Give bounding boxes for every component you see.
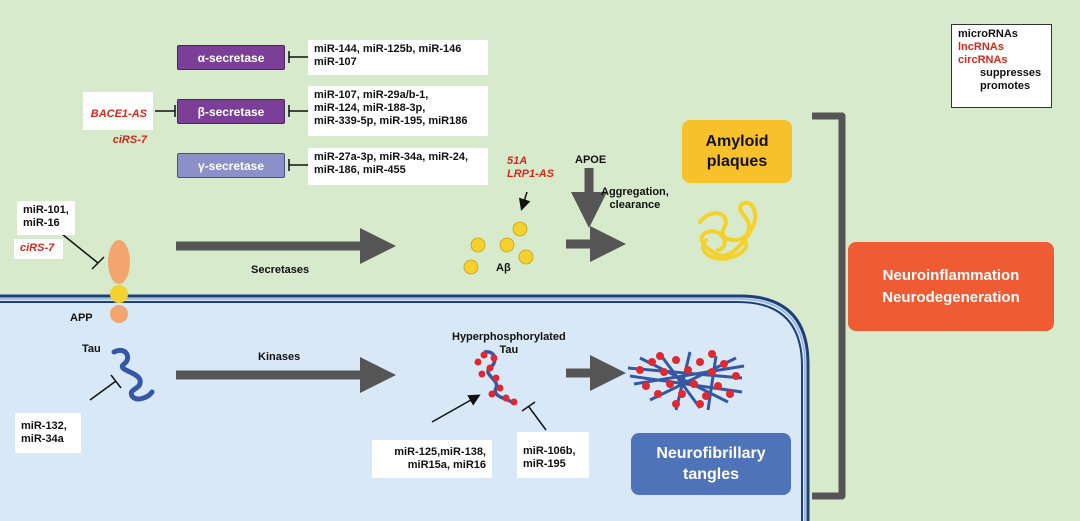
beta-mirna-box: miR-107, miR-29a/b-1, miR-124, miR-188-3…	[308, 86, 488, 136]
amyloid-aggregate	[698, 200, 758, 261]
gamma-suppress-line	[288, 159, 308, 171]
app-suppress-line	[61, 233, 105, 270]
tau-label: Tau	[82, 343, 101, 355]
hyper-promote-arrow	[431, 394, 481, 423]
legend-circrna: circRNAs	[958, 54, 1008, 66]
legend-promotes: promotes	[980, 80, 1031, 92]
hyper-suppress-line	[521, 401, 547, 431]
lnc-abeta-label: 51A LRP1-AS	[507, 155, 555, 180]
alpha-mirna-box: miR-144, miR-125b, miR-146 miR-107	[308, 40, 488, 75]
hyper-promote-box: miR-125,miR-138, miR15a, miR16	[372, 440, 492, 478]
bace1-suppress-line	[155, 105, 176, 117]
beta-secretase-box: β-secretase	[177, 99, 285, 124]
cirs7-beta-label: ciRS-7	[112, 134, 147, 146]
legend-mirna: microRNAs	[958, 28, 1018, 40]
bace1-cirs7-box: BACE1-AS ciRS-7	[83, 92, 153, 146]
apoe-label: APOE	[575, 154, 607, 166]
gamma-secretase-box: γ-secretase	[177, 153, 285, 178]
amyloid-plaques-box: Amyloid plaques	[682, 120, 792, 183]
app-molecule	[108, 240, 130, 323]
tau-promote-arrow	[89, 380, 117, 401]
cell-membrane-highlight	[0, 298, 806, 521]
lnc-promote-arrow	[518, 191, 531, 211]
legend-lncrna: lncRNAs	[958, 41, 1004, 53]
cirs7-app-box: ciRS-7	[14, 239, 63, 259]
amyloid-plaques-label: Amyloid plaques	[705, 132, 769, 170]
neurofibrillary-tangles-label: Neurofibrillary tangles	[656, 445, 766, 483]
tau-suppress-bar	[110, 374, 122, 389]
aggregation-label: Aggregation, clearance	[601, 186, 669, 211]
tangle-aggregate	[627, 350, 745, 411]
legend-box: microRNAs lncRNAs circRNAs suppresses pr…	[951, 24, 1052, 108]
neurofibrillary-tangles-box: Neurofibrillary tangles	[631, 433, 791, 495]
hyperphosphorylated-label: Hyperphosphorylated Tau	[452, 331, 566, 356]
bace1-as-label: BACE1-AS	[90, 108, 147, 120]
hyper-suppress-box: miR-106b, miR-195	[517, 432, 589, 478]
app-label: APP	[70, 312, 93, 324]
neuroinflammation-label: Neuroinflammation	[882, 266, 1020, 284]
tau-molecule	[111, 348, 155, 402]
outcome-bracket	[812, 112, 846, 500]
beta-suppress-line	[288, 105, 308, 117]
legend-suppresses: suppresses	[980, 67, 1042, 79]
alpha-suppress-line	[288, 51, 308, 63]
abeta-label: Aβ	[496, 262, 511, 274]
abeta-dots	[463, 221, 534, 275]
gamma-mirna-box: miR-27a-3p, miR-34a, miR-24, miR-186, mi…	[308, 148, 488, 185]
kinases-label: Kinases	[258, 351, 301, 363]
neurodegeneration-label: Neurodegeneration	[882, 288, 1020, 306]
tau-mirna-box: miR-132, miR-34a	[15, 413, 81, 453]
alpha-secretase-box: α-secretase	[177, 45, 285, 70]
hyperphosphorylated-tau	[474, 350, 518, 406]
cell-membrane-inner	[0, 301, 803, 521]
cell-membrane-outer	[0, 294, 810, 521]
app-mirna-box: miR-101, miR-16	[17, 201, 75, 235]
neuroinflammation-box: Neuroinflammation Neurodegeneration	[848, 242, 1054, 331]
cell-body	[0, 296, 808, 521]
secretases-label: Secretases	[251, 264, 310, 276]
